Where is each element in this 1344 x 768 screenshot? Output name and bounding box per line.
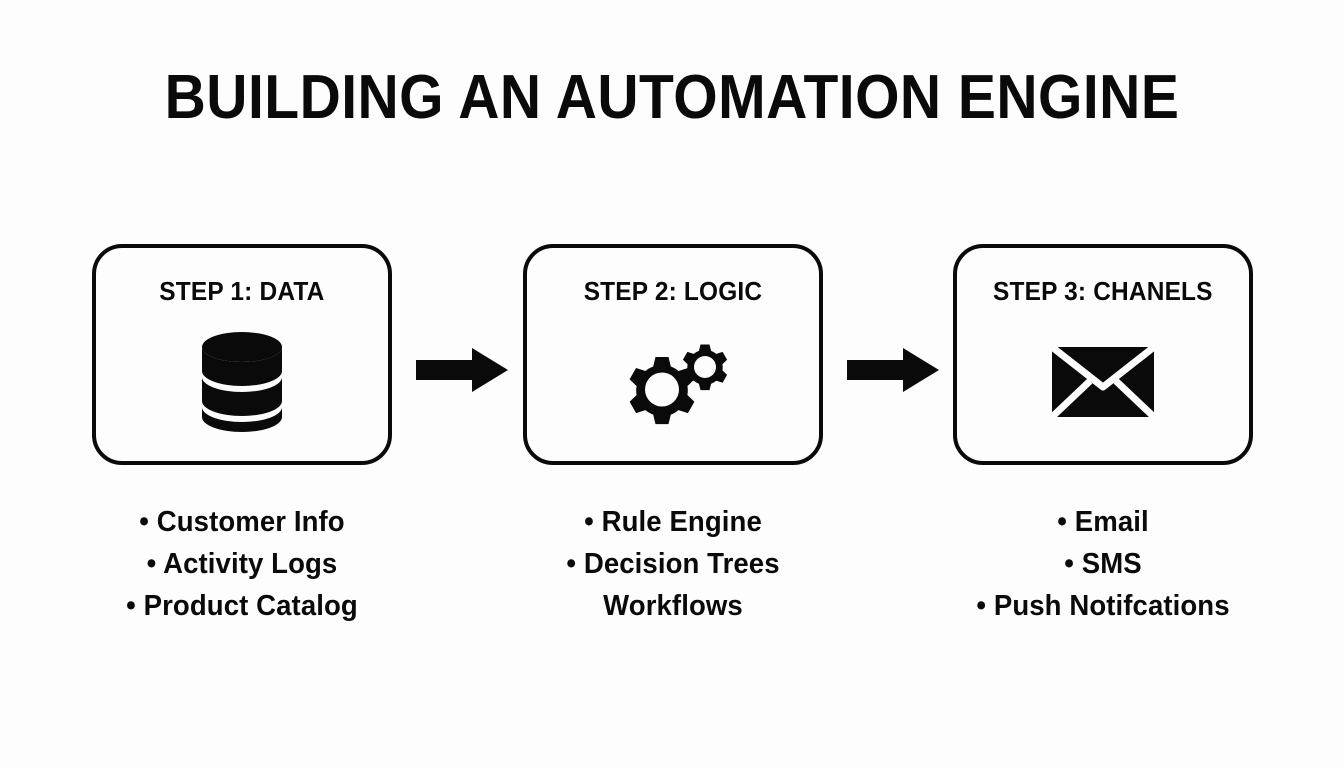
step-box-title-1: STEP 1: DATA	[159, 276, 325, 306]
list-item: • Customer Info	[139, 506, 345, 538]
gears-icon	[527, 302, 819, 461]
step-bullet-list-3: • Email • SMS • Push Notifcations	[953, 501, 1253, 627]
step-box-title-2: STEP 2: LOGIC	[583, 276, 763, 306]
list-item: • SMS	[1064, 548, 1142, 580]
list-item: • Activity Logs	[146, 548, 338, 580]
step-column-1: STEP 1: DATA • Customer Info • Activity …	[92, 244, 392, 643]
arrow-right-icon	[416, 348, 508, 392]
step-box-1[interactable]: STEP 1: DATA	[92, 244, 392, 465]
list-item: • Product Catalog	[126, 590, 358, 622]
step-bullet-list-2: • Rule Engine • Decision Trees Workflows	[523, 501, 823, 627]
list-item: Workflows	[603, 590, 743, 622]
step-column-2: STEP 2: LOGIC • Rule Engine • Decision T…	[523, 244, 823, 643]
step-column-3: STEP 3: CHANELS • Email • SMS • Push Not…	[953, 244, 1253, 643]
list-item: • Push Notifcations	[976, 590, 1230, 622]
arrow-right-icon	[847, 348, 939, 392]
step-box-title-3: STEP 3: CHANELS	[993, 276, 1213, 306]
list-item: • Rule Engine	[584, 506, 762, 538]
step-bullet-list-1: • Customer Info • Activity Logs • Produc…	[92, 501, 392, 627]
list-item: • Decision Trees	[566, 548, 780, 580]
list-item: • Email	[1057, 506, 1149, 538]
step-box-2[interactable]: STEP 2: LOGIC	[523, 244, 823, 465]
envelope-icon	[957, 302, 1249, 461]
page-title: BUILDING AN AUTOMATION ENGINE	[164, 63, 1180, 132]
database-icon	[96, 302, 388, 461]
step-box-3[interactable]: STEP 3: CHANELS	[953, 244, 1253, 465]
